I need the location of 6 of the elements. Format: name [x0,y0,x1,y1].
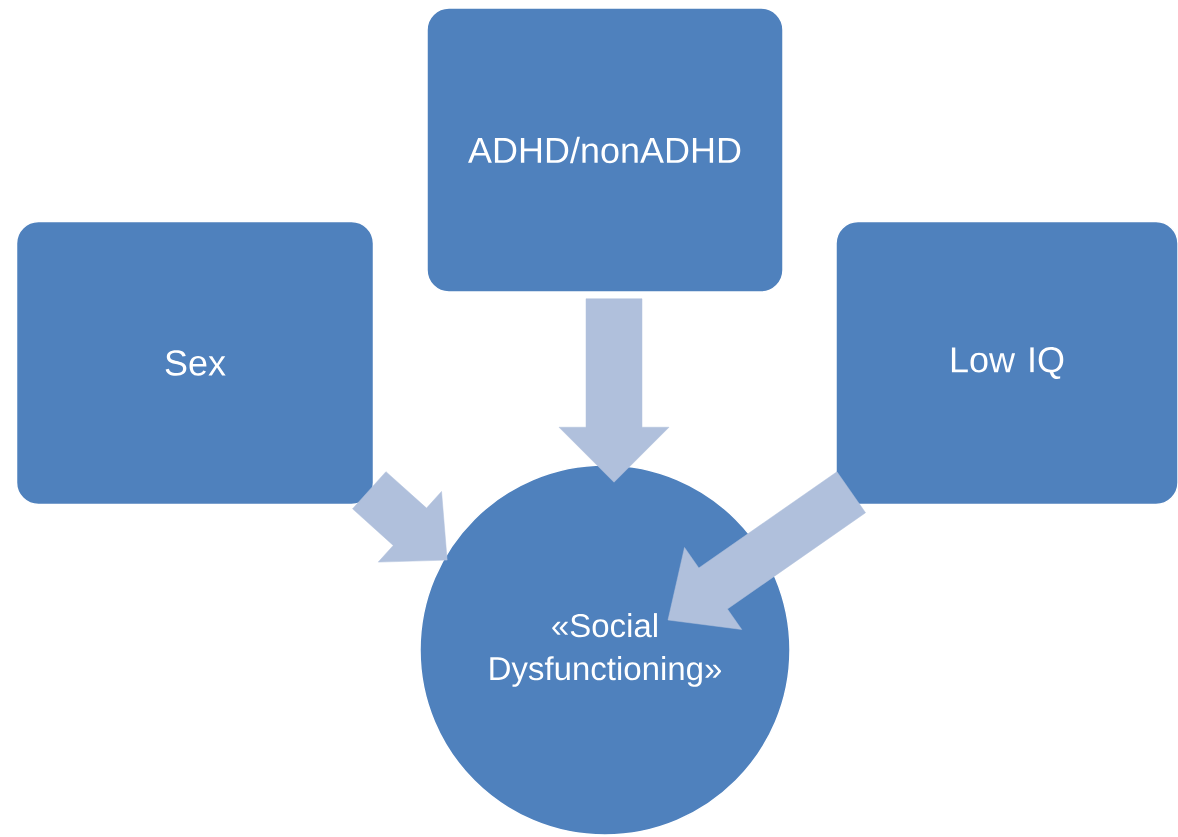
process-box: Low IQ [835,220,1178,506]
block-arrow [558,298,670,483]
block-arrow [352,471,448,563]
block-arrow [667,471,866,630]
process-box: ADHD/nonADHD [426,7,784,293]
process-box: Sex [15,220,375,506]
